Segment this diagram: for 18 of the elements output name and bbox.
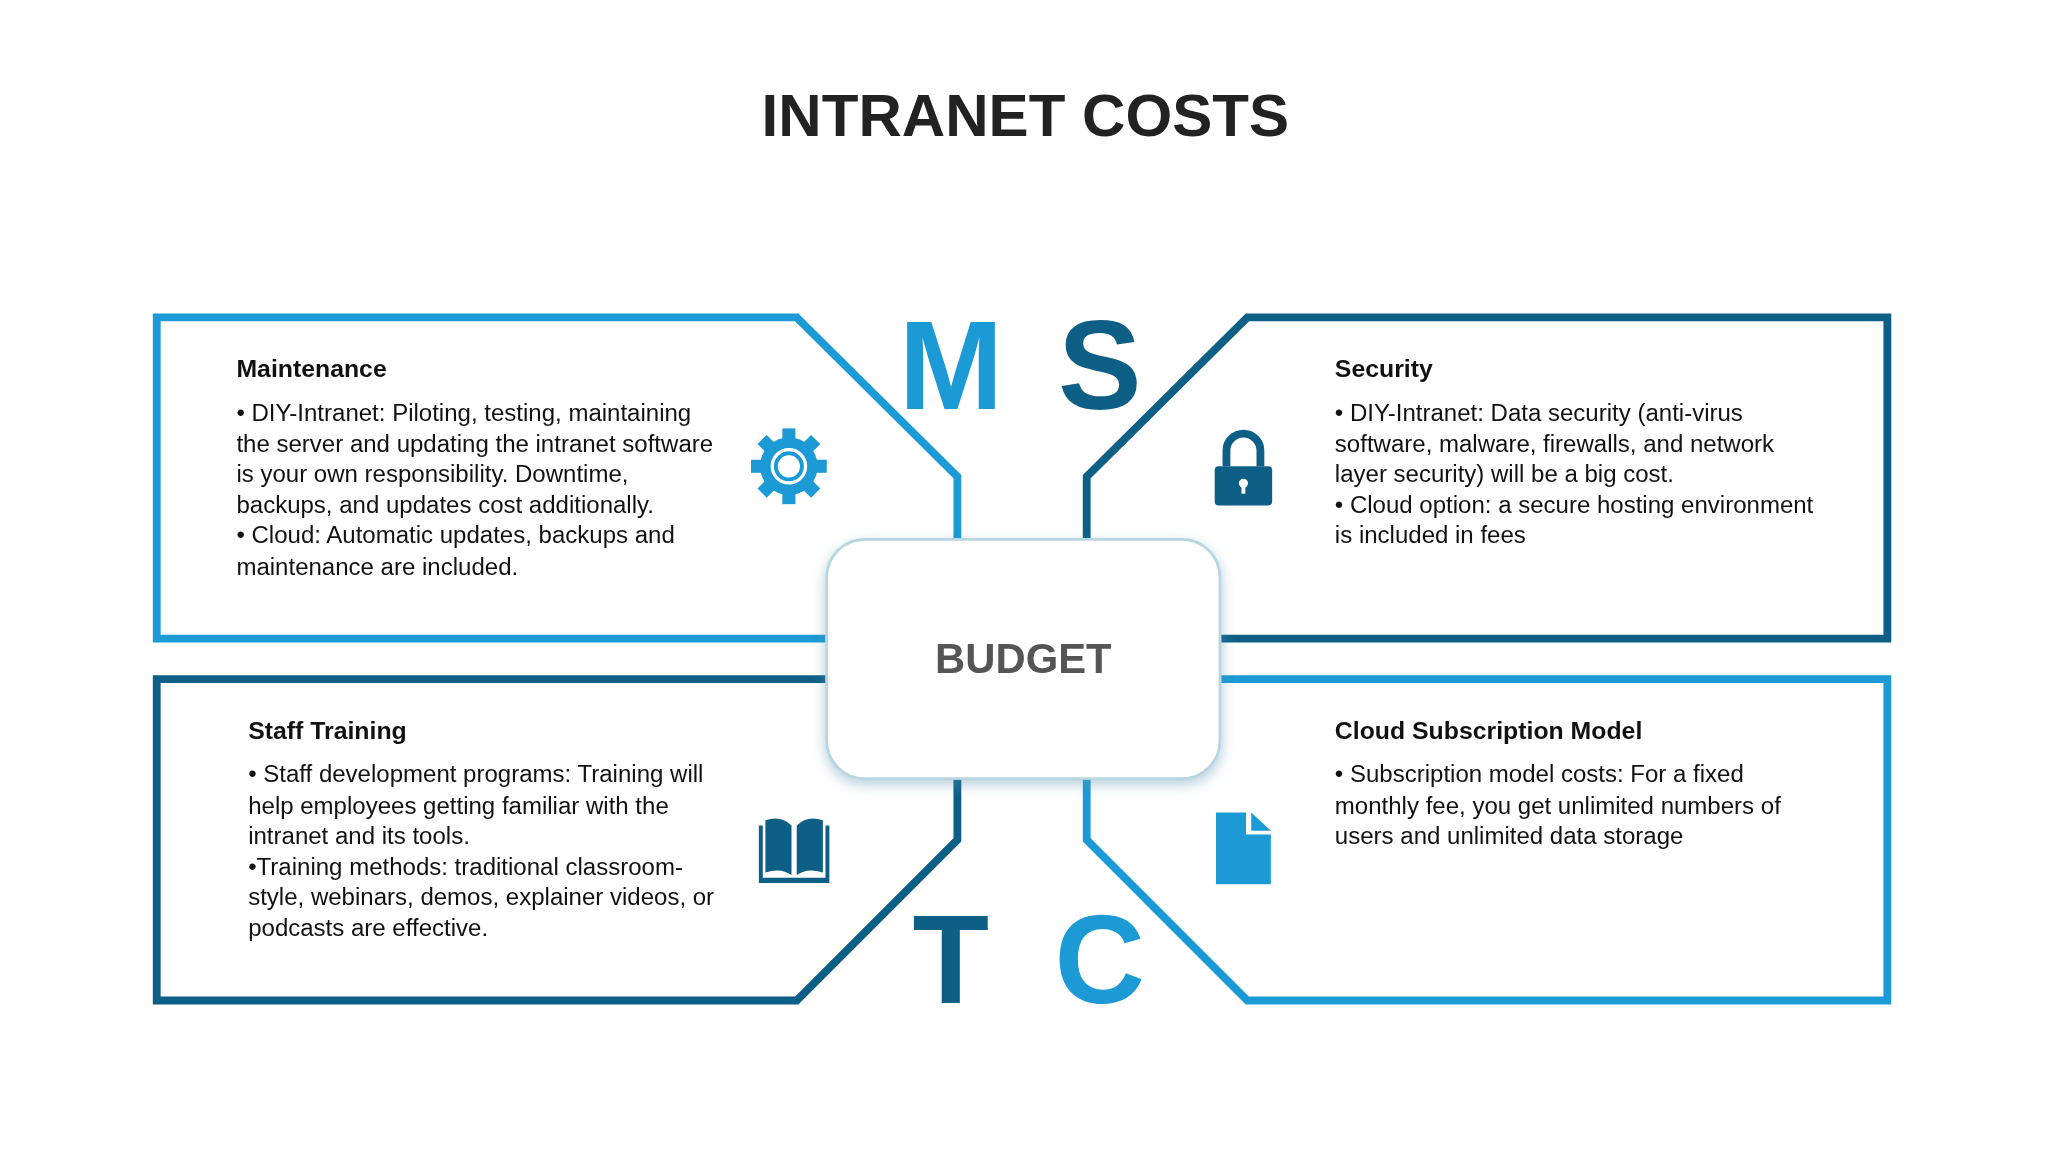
letter-label: C: [1054, 897, 1146, 1023]
bullet-text: • Cloud: Automatic updates, backups and maintenance are included.: [236, 520, 676, 582]
letter-label: S: [1057, 303, 1142, 429]
bullet-text: • Cloud option: a secure hosting environment is included in fees: [1334, 489, 1815, 552]
panel-heading: Cloud Subscription Model: [1334, 717, 1643, 746]
bullet-text: •Training methods: traditional classroom-style, webinars, demos, explainer videos, or podcasts are effective.: [248, 851, 716, 944]
letter-label: M: [898, 303, 1004, 429]
letter-label: T: [912, 897, 990, 1023]
budget-label: BUDGET: [935, 634, 1112, 684]
bullet-text: • DIY-Intranet: Piloting, testing, maintaining the server and updating the intranet software is your own responsibility. Downtime, backups, and updates cost additionally.: [236, 397, 715, 521]
title: INTRANET COSTS: [761, 80, 1289, 151]
bullet-text: • DIY-Intranet: Data security (anti-virus software, malware, firewalls, and network layer security) will be a big cost.: [1334, 397, 1776, 490]
panel-heading: Security: [1334, 355, 1433, 384]
bullet-text: • Subscription model costs: For a fixed monthly fee, you get unlimited numbers of users and unlimited data storage: [1334, 759, 1782, 852]
budget-box: [825, 538, 1222, 780]
panel-heading: Maintenance: [236, 355, 387, 384]
bullet-text: • Staff development programs: Training will help employees getting familiar with the intranet and its tools.: [248, 759, 705, 852]
panel-heading: Staff Training: [248, 717, 407, 746]
